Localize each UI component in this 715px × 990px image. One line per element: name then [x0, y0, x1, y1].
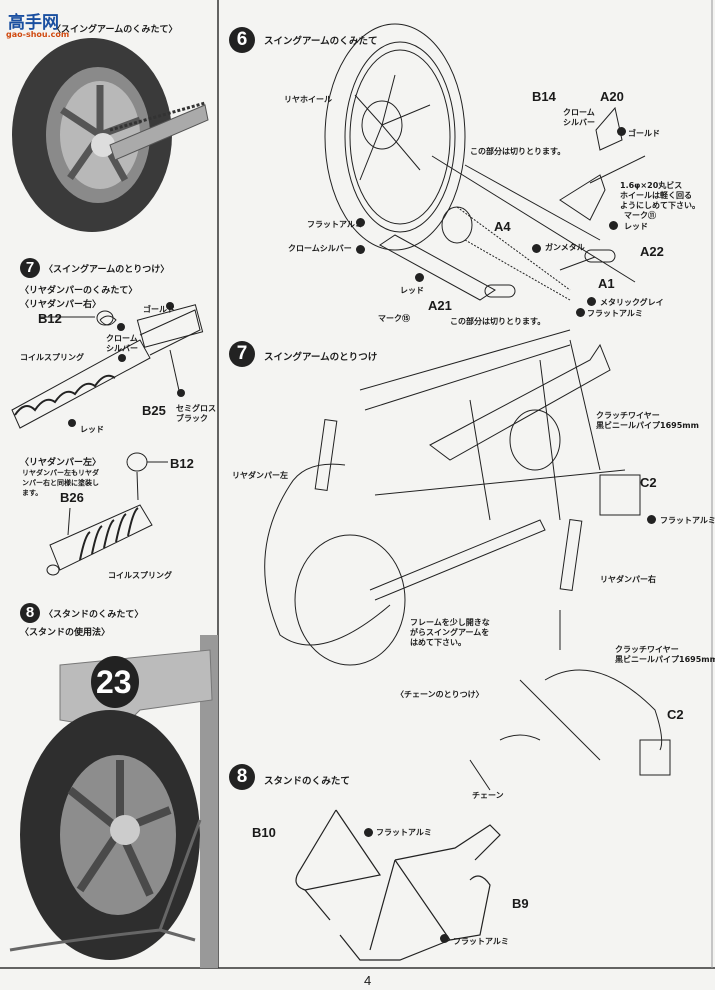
step-8-badge-left: 8	[20, 603, 40, 623]
label-mark-15: マーク⑮	[378, 314, 410, 323]
paint-dot	[356, 218, 365, 227]
part-c2: C2	[640, 475, 657, 490]
page-number: 4	[364, 973, 372, 988]
label-coil-spring: コイルスプリング	[20, 353, 84, 362]
label-chrome: クローム	[106, 334, 138, 343]
paint-dot	[647, 515, 656, 524]
label-silver: シルバー	[563, 118, 595, 127]
paint-dot	[587, 297, 596, 306]
part-a1: A1	[598, 276, 615, 291]
stand-assembly-diagram	[295, 809, 501, 961]
label-rear-damper-right: リヤダンパー右	[600, 575, 656, 584]
label-metallic-gray: メタリックグレイ	[600, 298, 664, 307]
label-rear-wheel: リヤホイール	[284, 95, 332, 104]
swingarm-photo	[12, 38, 209, 232]
left-step7-sub2: 〈リヤダンパー右〉	[20, 300, 102, 310]
left-step8-title: 〈スタンドのくみたて〉	[44, 610, 144, 620]
label-flat-aluminum-2: フラットアルミ	[453, 937, 509, 946]
label-cut-part-2: この部分は切りとります。	[450, 317, 546, 326]
label-flat-aluminum-1: フラットアルミ	[307, 220, 363, 229]
swingarm-mounting-diagram	[264, 329, 671, 791]
label-flat-aluminum: フラットアルミ	[660, 516, 715, 525]
damper-left-note1: リヤダンパー左もリヤダ	[22, 469, 99, 477]
step-8-badge: 8	[229, 764, 255, 790]
step6-title: スイングアームのくみたて	[264, 36, 378, 47]
race-number: 23	[96, 664, 132, 700]
damper-left-note2: ンパー右と同様に塗装し	[22, 479, 99, 487]
part-b10: B10	[252, 825, 276, 840]
label-screw-1: 1.6φ×20丸ビス	[620, 181, 683, 190]
label-frame-note-3: はめて下さい。	[410, 638, 466, 647]
part-a4: A4	[494, 219, 511, 234]
label-clutch-wire-2: クラッチワイヤー	[615, 645, 679, 654]
label-frame-note-2: がらスイングアームを	[410, 628, 490, 637]
label-chain: チェーン	[472, 791, 504, 800]
left-step7-title: 〈スイングアームのとりつけ〉	[44, 265, 170, 275]
paint-dot	[364, 828, 373, 837]
label-chrome-silver: クロームシルバー	[288, 244, 352, 253]
part-b12: B12	[38, 311, 62, 326]
paint-dot	[617, 127, 626, 136]
label-coil-spring-left: コイルスプリング	[108, 571, 172, 580]
label-gunmetal: ガンメタル	[545, 243, 585, 252]
label-red: レッド	[80, 425, 104, 434]
label-rear-damper-left: リヤダンパー左	[232, 471, 288, 480]
part-a22: A22	[640, 244, 664, 259]
part-c2-chain: C2	[667, 707, 684, 722]
stand-usage-photo	[9, 635, 218, 968]
step-6-badge: 6	[229, 27, 255, 53]
label-clutch-wire-1: クラッチワイヤー	[596, 411, 660, 420]
label-gold: ゴールド	[143, 305, 175, 314]
paint-dot	[609, 221, 618, 230]
part-b9: B9	[512, 896, 529, 911]
photo1-caption: 〈スイングアームのくみたて〉	[52, 25, 178, 35]
damper-left-title: 〈リヤダンパー左〉	[20, 458, 102, 468]
rear-damper-right-diagram	[11, 302, 204, 429]
damper-left-note3: ます。	[22, 489, 43, 497]
label-gold: ゴールド	[628, 129, 660, 138]
label-screw-3: ようにしめて下さい。	[620, 201, 700, 210]
label-chrome: クローム	[563, 108, 595, 117]
watermark-logo: 高手网	[8, 13, 59, 33]
left-step7-sub1: 〈リヤダンパーのくみたて〉	[20, 286, 138, 296]
label-mark-11: マーク⑪	[624, 211, 656, 220]
label-flat-aluminum-2: フラットアルミ	[587, 309, 643, 318]
paint-dot	[356, 245, 365, 254]
step-7-badge: 7	[229, 341, 255, 367]
label-screw-2: ホイールは軽く回る	[620, 191, 692, 200]
part-b14: B14	[532, 89, 556, 104]
paint-dot	[576, 308, 585, 317]
label-frame-note-1: フレームを少し開きな	[410, 618, 490, 627]
swingarm-assembly-diagram	[324, 23, 646, 301]
label-cut-part-1: この部分は切りとります。	[470, 147, 566, 156]
label-black: ブラック	[176, 414, 208, 423]
paint-dot	[440, 934, 449, 943]
label-silver: シルバー	[106, 344, 138, 353]
paint-dot	[415, 273, 424, 282]
label-vinyl-pipe-2: 黒ビニールパイプ1695mm	[615, 655, 715, 664]
part-b25: B25	[142, 403, 166, 418]
part-a20: A20	[600, 89, 624, 104]
label-red-2: レッド	[400, 286, 424, 295]
paint-dot	[532, 244, 541, 253]
label-red-1: レッド	[624, 222, 648, 231]
part-b12-left: B12	[170, 456, 194, 471]
rear-damper-left-diagram	[46, 452, 168, 576]
chain-mounting-title: 〈チェーンのとりつけ〉	[396, 690, 484, 699]
step-7-badge-left: 7	[20, 258, 40, 278]
label-flat-aluminum-1: フラットアルミ	[376, 828, 432, 837]
label-semigloss: セミグロス	[176, 404, 216, 413]
label-vinyl-pipe-1: 黒ビニールパイプ1695mm	[596, 421, 699, 430]
step7-title: スイングアームのとりつけ	[264, 352, 378, 363]
watermark-url: gao-shou.com	[6, 30, 70, 39]
part-a21: A21	[428, 298, 452, 313]
left-step8-sub: 〈スタンドの使用法〉	[20, 628, 111, 638]
part-b26: B26	[60, 490, 84, 505]
step8-title: スタンドのくみたて	[264, 776, 350, 787]
